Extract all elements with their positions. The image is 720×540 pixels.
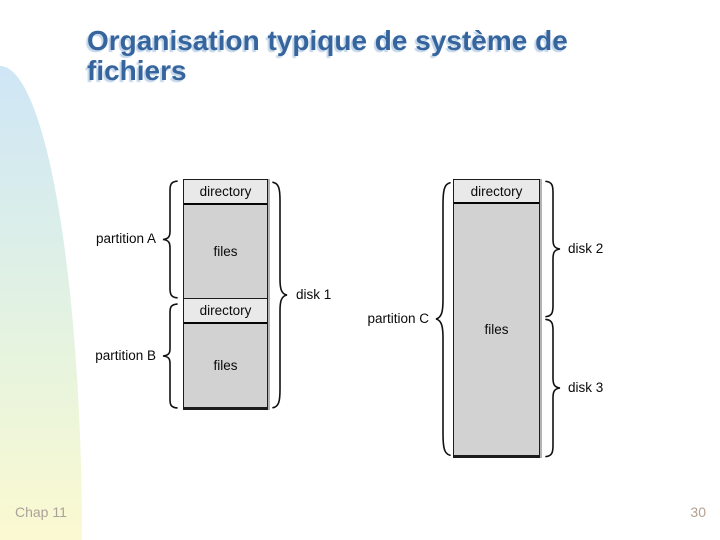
files-box: files — [454, 204, 539, 455]
brace-partition-a — [162, 180, 178, 299]
brace-disk1 — [272, 180, 288, 410]
page-number: 30 — [690, 504, 706, 520]
gradient-curve-decoration — [0, 66, 82, 540]
disk1-column: directory files directory files — [183, 179, 268, 410]
directory-box: directory — [454, 180, 539, 204]
disk1-label: disk 1 — [296, 287, 332, 302]
brace-disk2 — [545, 180, 561, 318]
disk2-label: disk 2 — [568, 241, 604, 256]
brace-partition-c — [435, 180, 451, 458]
directory-box: directory — [184, 299, 267, 324]
partition-b-label: partition B — [95, 348, 156, 363]
files-box: files — [184, 205, 267, 299]
partition-c-label: partition C — [367, 311, 429, 326]
brace-partition-b — [162, 303, 178, 409]
files-box: files — [184, 324, 267, 407]
brace-disk3 — [545, 318, 561, 458]
disk23-column: directory files — [453, 179, 540, 458]
page-title: Organisation typique de système de fichi… — [87, 25, 568, 86]
footer-chapter-label: Chap 11 — [15, 504, 67, 520]
partition-a-label: partition A — [95, 231, 156, 246]
disk3-label: disk 3 — [568, 380, 604, 395]
directory-box: directory — [184, 180, 267, 205]
